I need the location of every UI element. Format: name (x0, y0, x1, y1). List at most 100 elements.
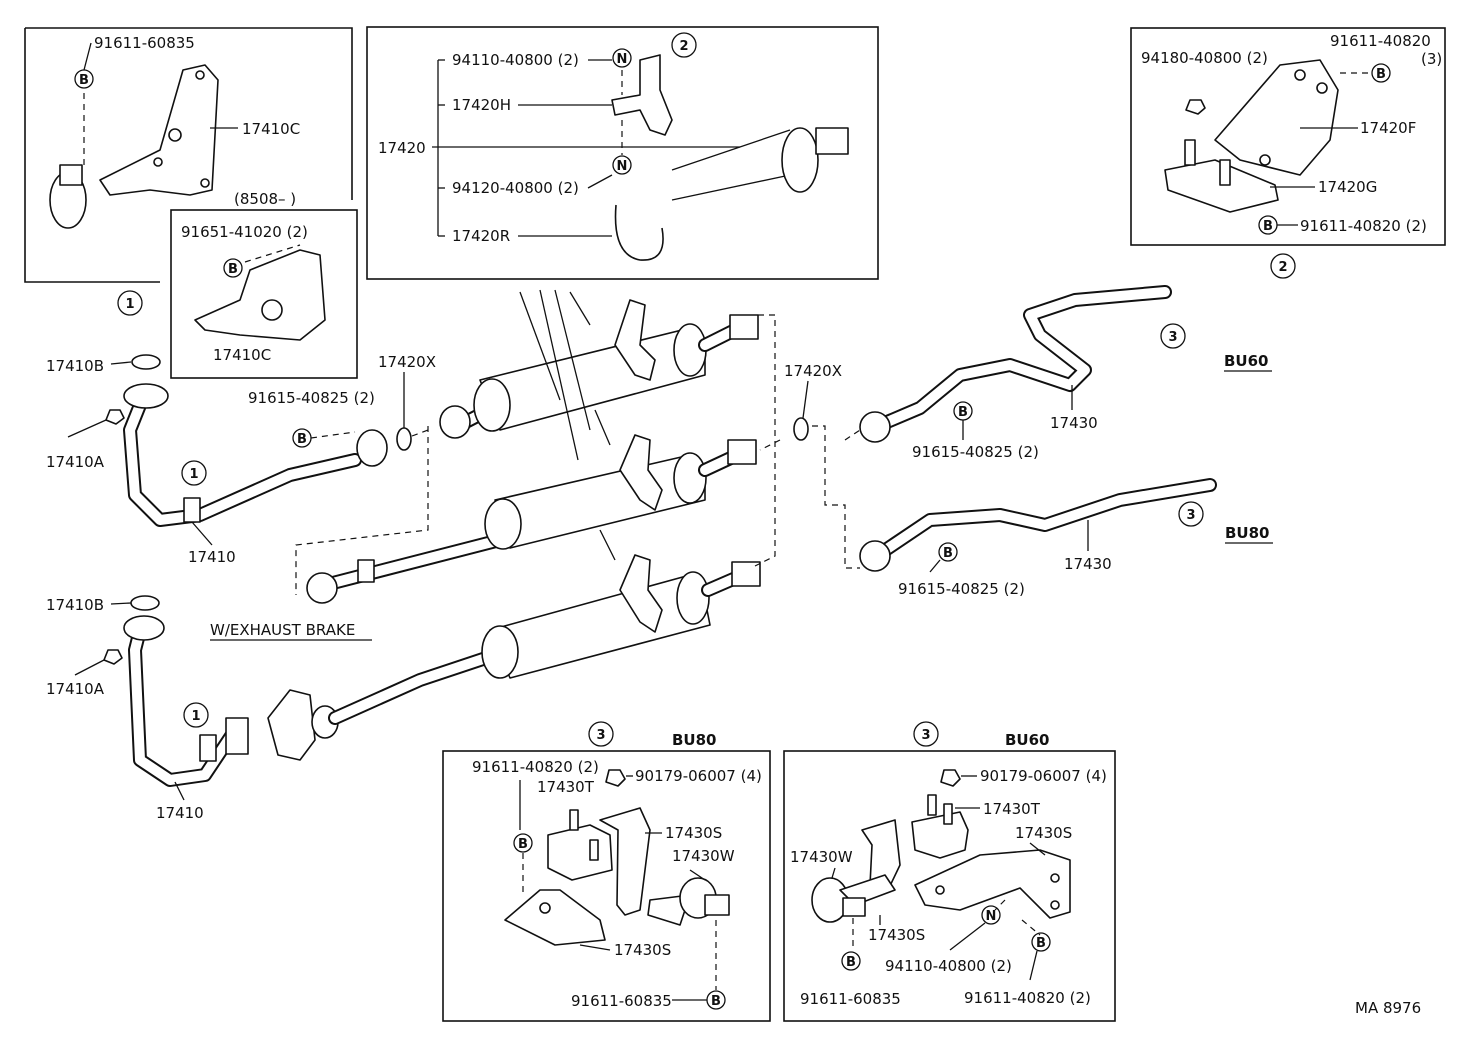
ref-2-symbol: 2 (1278, 260, 1287, 275)
panel-5-border (783, 750, 1116, 1022)
panel-1-drawing (49, 64, 238, 229)
panel-2-border (366, 26, 879, 280)
ref-1-symbol: 1 (189, 467, 198, 482)
panel-3-mount-label: 17420G (1318, 178, 1377, 196)
bolt-icon (223, 258, 243, 278)
ring-left-label: 17420X (378, 353, 436, 371)
panel-1b-drawing (194, 244, 326, 341)
reference-code: MA 8976 (1355, 999, 1421, 1017)
nut-symbol: N (617, 52, 628, 67)
bolt-symbol: B (846, 955, 856, 970)
panel-5-bracket-a-label: 17430S (1015, 824, 1072, 842)
bolt-symbol: B (1036, 936, 1046, 951)
panel-1-border (25, 27, 353, 200)
panel-3-bolt-lower-label: 91611-40820 (2) (1300, 217, 1427, 235)
bolt-symbol: B (958, 405, 968, 420)
ref-1-symbol: 1 (125, 297, 134, 312)
bolt-icon (841, 951, 861, 971)
panel-1b-border (170, 209, 358, 379)
nut-icon (612, 48, 632, 68)
panel-3-nut-label: 94180-40800 (2) (1141, 49, 1268, 67)
main-pipes (103, 285, 1217, 787)
panel-4-bracket-a-label: 17430S (665, 824, 722, 842)
panel-5-rubber-label: 17430T (983, 800, 1041, 818)
bolt-icon (513, 833, 533, 853)
model-bu60-label: BU60 (1224, 352, 1269, 370)
panel-4-nut-label: 90179-06007 (4) (635, 767, 762, 785)
leader-line (67, 419, 107, 438)
panel-5-bolt-a-label: 91611-60835 (800, 990, 901, 1008)
ref-3-symbol: 3 (596, 728, 605, 743)
ref-3-symbol: 3 (1186, 508, 1195, 523)
ref-2-symbol: 2 (679, 39, 688, 54)
model-bu80-label: BU80 (1225, 524, 1270, 542)
ref-3-icon (1160, 323, 1186, 349)
bolt-icon (1031, 932, 1051, 952)
bolt-icon (1371, 63, 1391, 83)
ref-1-icon (117, 290, 143, 316)
ring-right-label: 17420X (784, 362, 842, 380)
leader-line (310, 431, 356, 439)
ref-3-icon (913, 721, 939, 747)
ref-2-icon (1270, 253, 1296, 279)
leader-line (174, 781, 185, 801)
nut-icon (612, 155, 632, 175)
ref-3-symbol: 3 (921, 728, 930, 743)
leader-line (587, 174, 613, 189)
bolt-icon (706, 990, 726, 1010)
leader-line (110, 602, 132, 605)
nut-upper-label: 17410A (46, 453, 105, 471)
leader-line (802, 380, 809, 419)
leader-line (929, 559, 941, 573)
leader-line (191, 521, 213, 546)
gasket-upper-label: 17410B (46, 357, 104, 375)
ref-3-icon (1178, 501, 1204, 527)
panel-5-bracket-b-label: 17430S (868, 926, 925, 944)
panel-2-nut-lower-label: 94120-40800 (2) (452, 179, 579, 197)
panel-1-bracket-label: 17410C (242, 120, 300, 138)
leader-line (1029, 950, 1038, 981)
panel-1b-bolt-label: 91651-41020 (2) (181, 223, 308, 241)
nut-symbol: N (617, 159, 628, 174)
panel-5-nut-label: 90179-06007 (4) (980, 767, 1107, 785)
nut-icon (605, 769, 626, 787)
leader-line (110, 361, 132, 365)
panel-4-clamp-label: 17430W (672, 847, 735, 865)
panel-4-rubber-label: 17430T (537, 778, 595, 796)
nut-lower-label: 17410A (46, 680, 105, 698)
ref-3-icon (588, 721, 614, 747)
panel-5-bolt-b-label: 91611-40820 (2) (964, 989, 1091, 1007)
panel-2-drawing (611, 54, 849, 261)
panel-3-bracket-label: 17420F (1360, 119, 1416, 137)
bolt-front-label: 91615-40825 (2) (248, 389, 375, 407)
ref-1-symbol: 1 (191, 709, 200, 724)
ref-1-icon (183, 702, 209, 728)
panel-2-nut-upper-label: 94110-40800 (2) (452, 51, 579, 69)
panel-4-model-label: BU80 (672, 731, 717, 749)
leader-line (949, 922, 986, 951)
bolt-symbol: B (943, 546, 953, 561)
gasket-lower-label: 17410B (46, 596, 104, 614)
panel-1b-bracket-label: 17410C (213, 346, 271, 364)
panel-4-bolt-a-label: 91611-40820 (2) (472, 758, 599, 776)
bolt-symbol: B (711, 994, 721, 1009)
panel-2-clamp-upper-label: 17420H (452, 96, 511, 114)
panel-4-border (442, 750, 771, 1022)
bolt-symbol: B (1263, 219, 1273, 234)
panel-2-clamp-lower-label: 17420R (452, 227, 510, 245)
tail-bu80-label: 17430 (1064, 555, 1112, 573)
panel-4-drawing (504, 807, 730, 990)
nut-symbol: N (986, 909, 997, 924)
panel-1-bolt-label: 91611-60835 (94, 34, 195, 52)
exhaust-brake-label: W/EXHAUST BRAKE (210, 621, 355, 639)
panel-2-part-label: 17420 (378, 139, 426, 157)
panel-3-bolt-upper-qty: (3) (1421, 50, 1442, 68)
bolt-icon (938, 542, 958, 562)
panel-3-border (1130, 27, 1446, 246)
panel-1b-date-label: (8508– ) (234, 190, 296, 208)
bolt-symbol: B (228, 262, 238, 277)
panel-4-bracket-b-label: 17430S (614, 941, 671, 959)
ref-1-icon (181, 460, 207, 486)
panel-3-drawing (1164, 59, 1372, 226)
